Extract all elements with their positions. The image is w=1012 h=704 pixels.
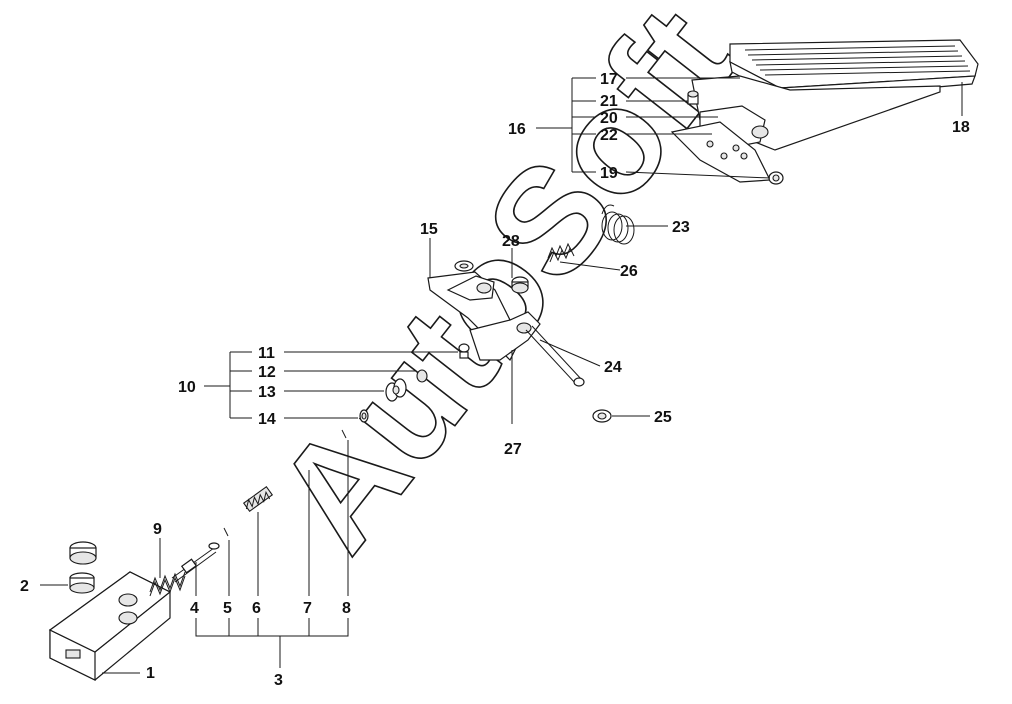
part-15-bracket [427, 260, 541, 362]
part-24-pin [525, 325, 585, 387]
pedal-tread-ribs [744, 45, 971, 76]
callout-17: 17 [600, 71, 618, 88]
callout-20: 20 [600, 110, 618, 127]
callout-1: 1 [146, 665, 155, 682]
callout-22: 22 [600, 127, 618, 144]
callout-13: 13 [258, 384, 276, 401]
callout-9: 9 [153, 521, 162, 538]
callout-24: 24 [604, 359, 622, 376]
callout-15: 15 [420, 221, 438, 238]
part-6-spring [242, 485, 274, 513]
parts-11-14-hardware [359, 343, 470, 423]
part-28-bushing [511, 276, 529, 294]
callout-10: 10 [178, 379, 196, 396]
part-21-stud [687, 90, 699, 105]
callout-14: 14 [258, 411, 276, 428]
part-2-fittings [69, 541, 97, 594]
part-5-pin [223, 527, 229, 537]
part-4-plunger [171, 542, 220, 583]
part-8-pin [341, 429, 347, 439]
callout-6: 6 [252, 600, 261, 617]
watermark: AutoSoft [242, 0, 766, 581]
watermark-text: AutoSoft [243, 0, 765, 580]
callout-25: 25 [654, 409, 672, 426]
callout-2: 2 [20, 578, 29, 595]
part-23-spring [601, 204, 635, 245]
callout-21: 21 [600, 93, 618, 110]
callout-7: 7 [303, 600, 312, 617]
part-19-bolt [768, 171, 784, 185]
part-25-clip [592, 409, 612, 423]
callout-8: 8 [342, 600, 351, 617]
callout-4: 4 [190, 600, 199, 617]
part-9-spring [149, 571, 186, 597]
callout-3: 3 [274, 672, 283, 689]
callout-27: 27 [504, 441, 522, 458]
callout-19: 19 [600, 165, 618, 182]
callout-11: 11 [258, 345, 275, 362]
leader-lines [40, 77, 963, 674]
callout-labels: 1 2 3 4 5 6 7 8 9 10 11 12 13 14 15 16 1… [20, 71, 970, 689]
callout-28: 28 [502, 233, 520, 250]
callout-18: 18 [952, 119, 970, 136]
callout-12: 12 [258, 364, 276, 381]
callout-5: 5 [223, 600, 232, 617]
part-26-coil [547, 242, 575, 263]
callout-26: 26 [620, 263, 638, 280]
callout-16: 16 [508, 121, 526, 138]
callout-23: 23 [672, 219, 690, 236]
part-1-valve-body [48, 571, 172, 681]
